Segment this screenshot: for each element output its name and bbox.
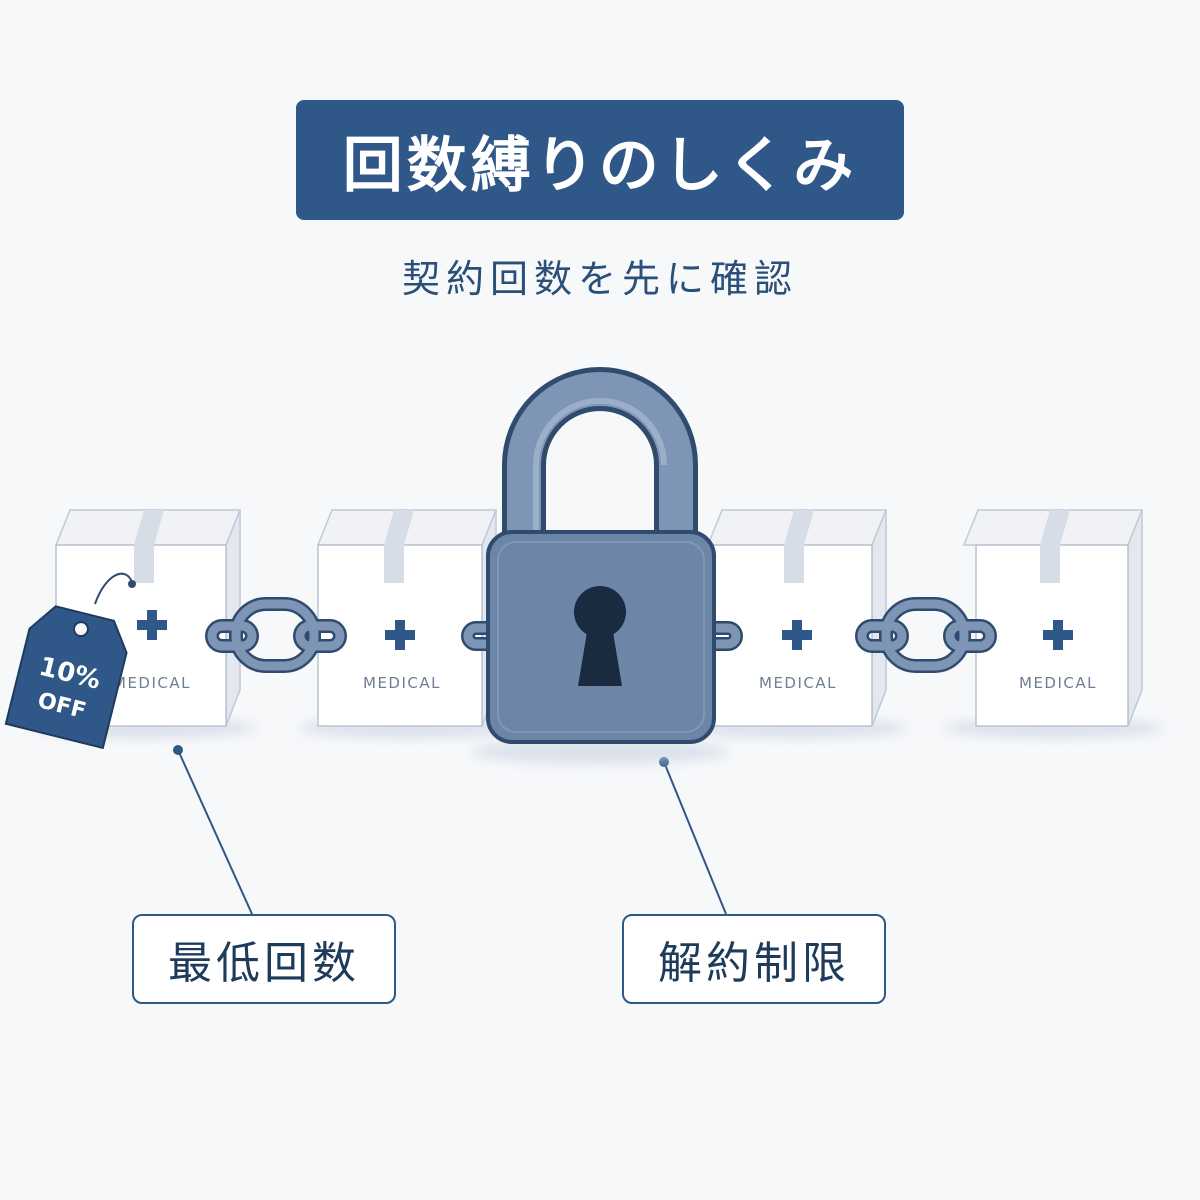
box-label: MEDICAL: [113, 674, 191, 692]
medical-cross-icon: [385, 620, 415, 650]
medical-cross-icon: [1043, 620, 1073, 650]
box-label: MEDICAL: [759, 674, 837, 692]
medical-box-4: MEDICAL: [944, 509, 1164, 738]
leader-line-minimum: [173, 745, 253, 915]
keyhole-icon: [574, 586, 626, 686]
padlock-icon: [470, 367, 730, 764]
box-label: MEDICAL: [1019, 674, 1097, 692]
medical-cross-icon: [137, 610, 167, 640]
chain-link-icon: [205, 597, 347, 673]
price-tag-icon: 10% OFF: [4, 572, 136, 750]
box-label: MEDICAL: [363, 674, 441, 692]
medical-cross-icon: [782, 620, 812, 650]
page-subtitle: 契約回数を先に確認: [401, 257, 798, 301]
chain-link-icon: [855, 597, 997, 673]
page-title: 回数縛りのしくみ: [342, 130, 858, 201]
callout-minimum-count: 最低回数: [132, 914, 396, 1004]
title-banner: 回数縛りのしくみ: [296, 100, 904, 220]
callout-cancel-restriction: 解約制限: [622, 914, 886, 1004]
leader-line-cancel: [659, 757, 727, 915]
